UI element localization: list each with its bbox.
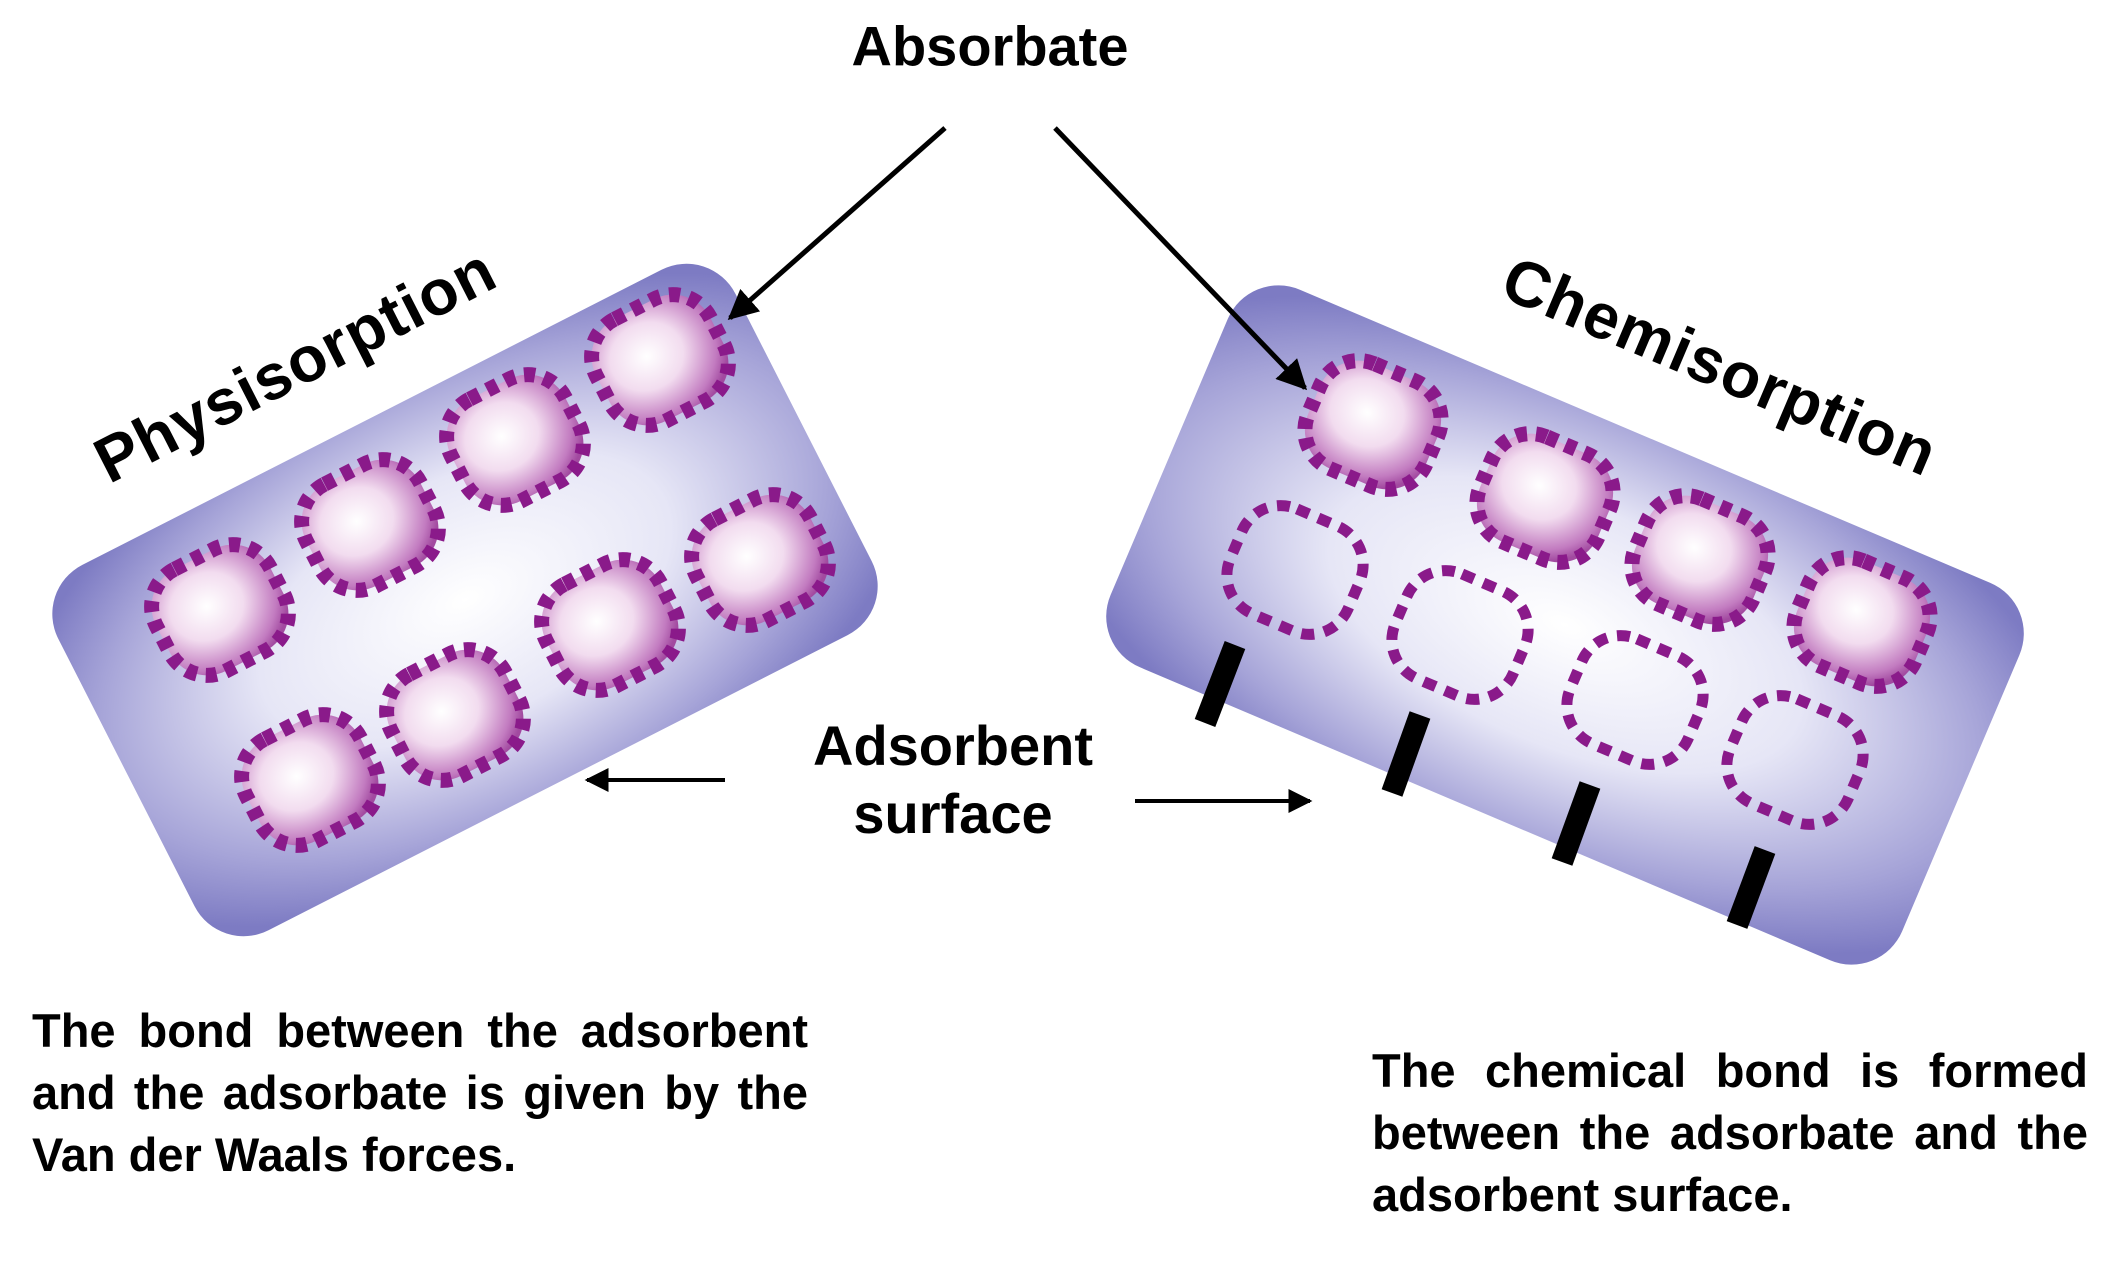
adsorbent-label-line1: Adsorbent	[813, 714, 1093, 777]
absorbate-label: Absorbate	[851, 14, 1129, 78]
absorbate-molecule	[1624, 488, 1776, 632]
chemical-bond	[1194, 641, 1246, 727]
chemical-bond	[1726, 846, 1776, 929]
adsorbent-surface-label: Adsorbent surface	[813, 712, 1093, 848]
bonded-molecule	[1721, 690, 1869, 830]
physisorption-molecules	[144, 287, 836, 853]
chemisorption-molecules	[1221, 353, 1938, 830]
absorbate-molecule	[234, 707, 386, 853]
absorbate-arrow-right	[1053, 126, 1308, 391]
absorbate-molecule	[1469, 426, 1621, 570]
chemisorption-bonds	[1194, 641, 1776, 929]
absorbate-arrow-left	[727, 126, 947, 320]
bonded-molecule	[1221, 500, 1369, 640]
chemisorption-description: The chemical bond is formed between the …	[1372, 1044, 2088, 1221]
absorbate-molecule	[1297, 353, 1449, 497]
absorbate-molecule	[1786, 550, 1938, 694]
chemical-bond	[1551, 781, 1601, 866]
chemical-bond	[1381, 711, 1431, 797]
absorbate-molecule	[294, 452, 446, 598]
absorbate-molecule	[379, 642, 531, 788]
absorbate-molecule	[684, 487, 836, 633]
absorbate-molecule	[534, 552, 686, 698]
physisorption-description: The bond between the adsorbent and the a…	[32, 1004, 808, 1181]
bonded-molecule	[1561, 630, 1709, 770]
absorbate-molecule	[144, 537, 296, 683]
absorbate-molecule	[439, 367, 591, 513]
absorbate-molecule	[584, 287, 736, 433]
bonded-molecule	[1386, 565, 1534, 705]
adsorbent-label-line2: surface	[853, 782, 1053, 845]
